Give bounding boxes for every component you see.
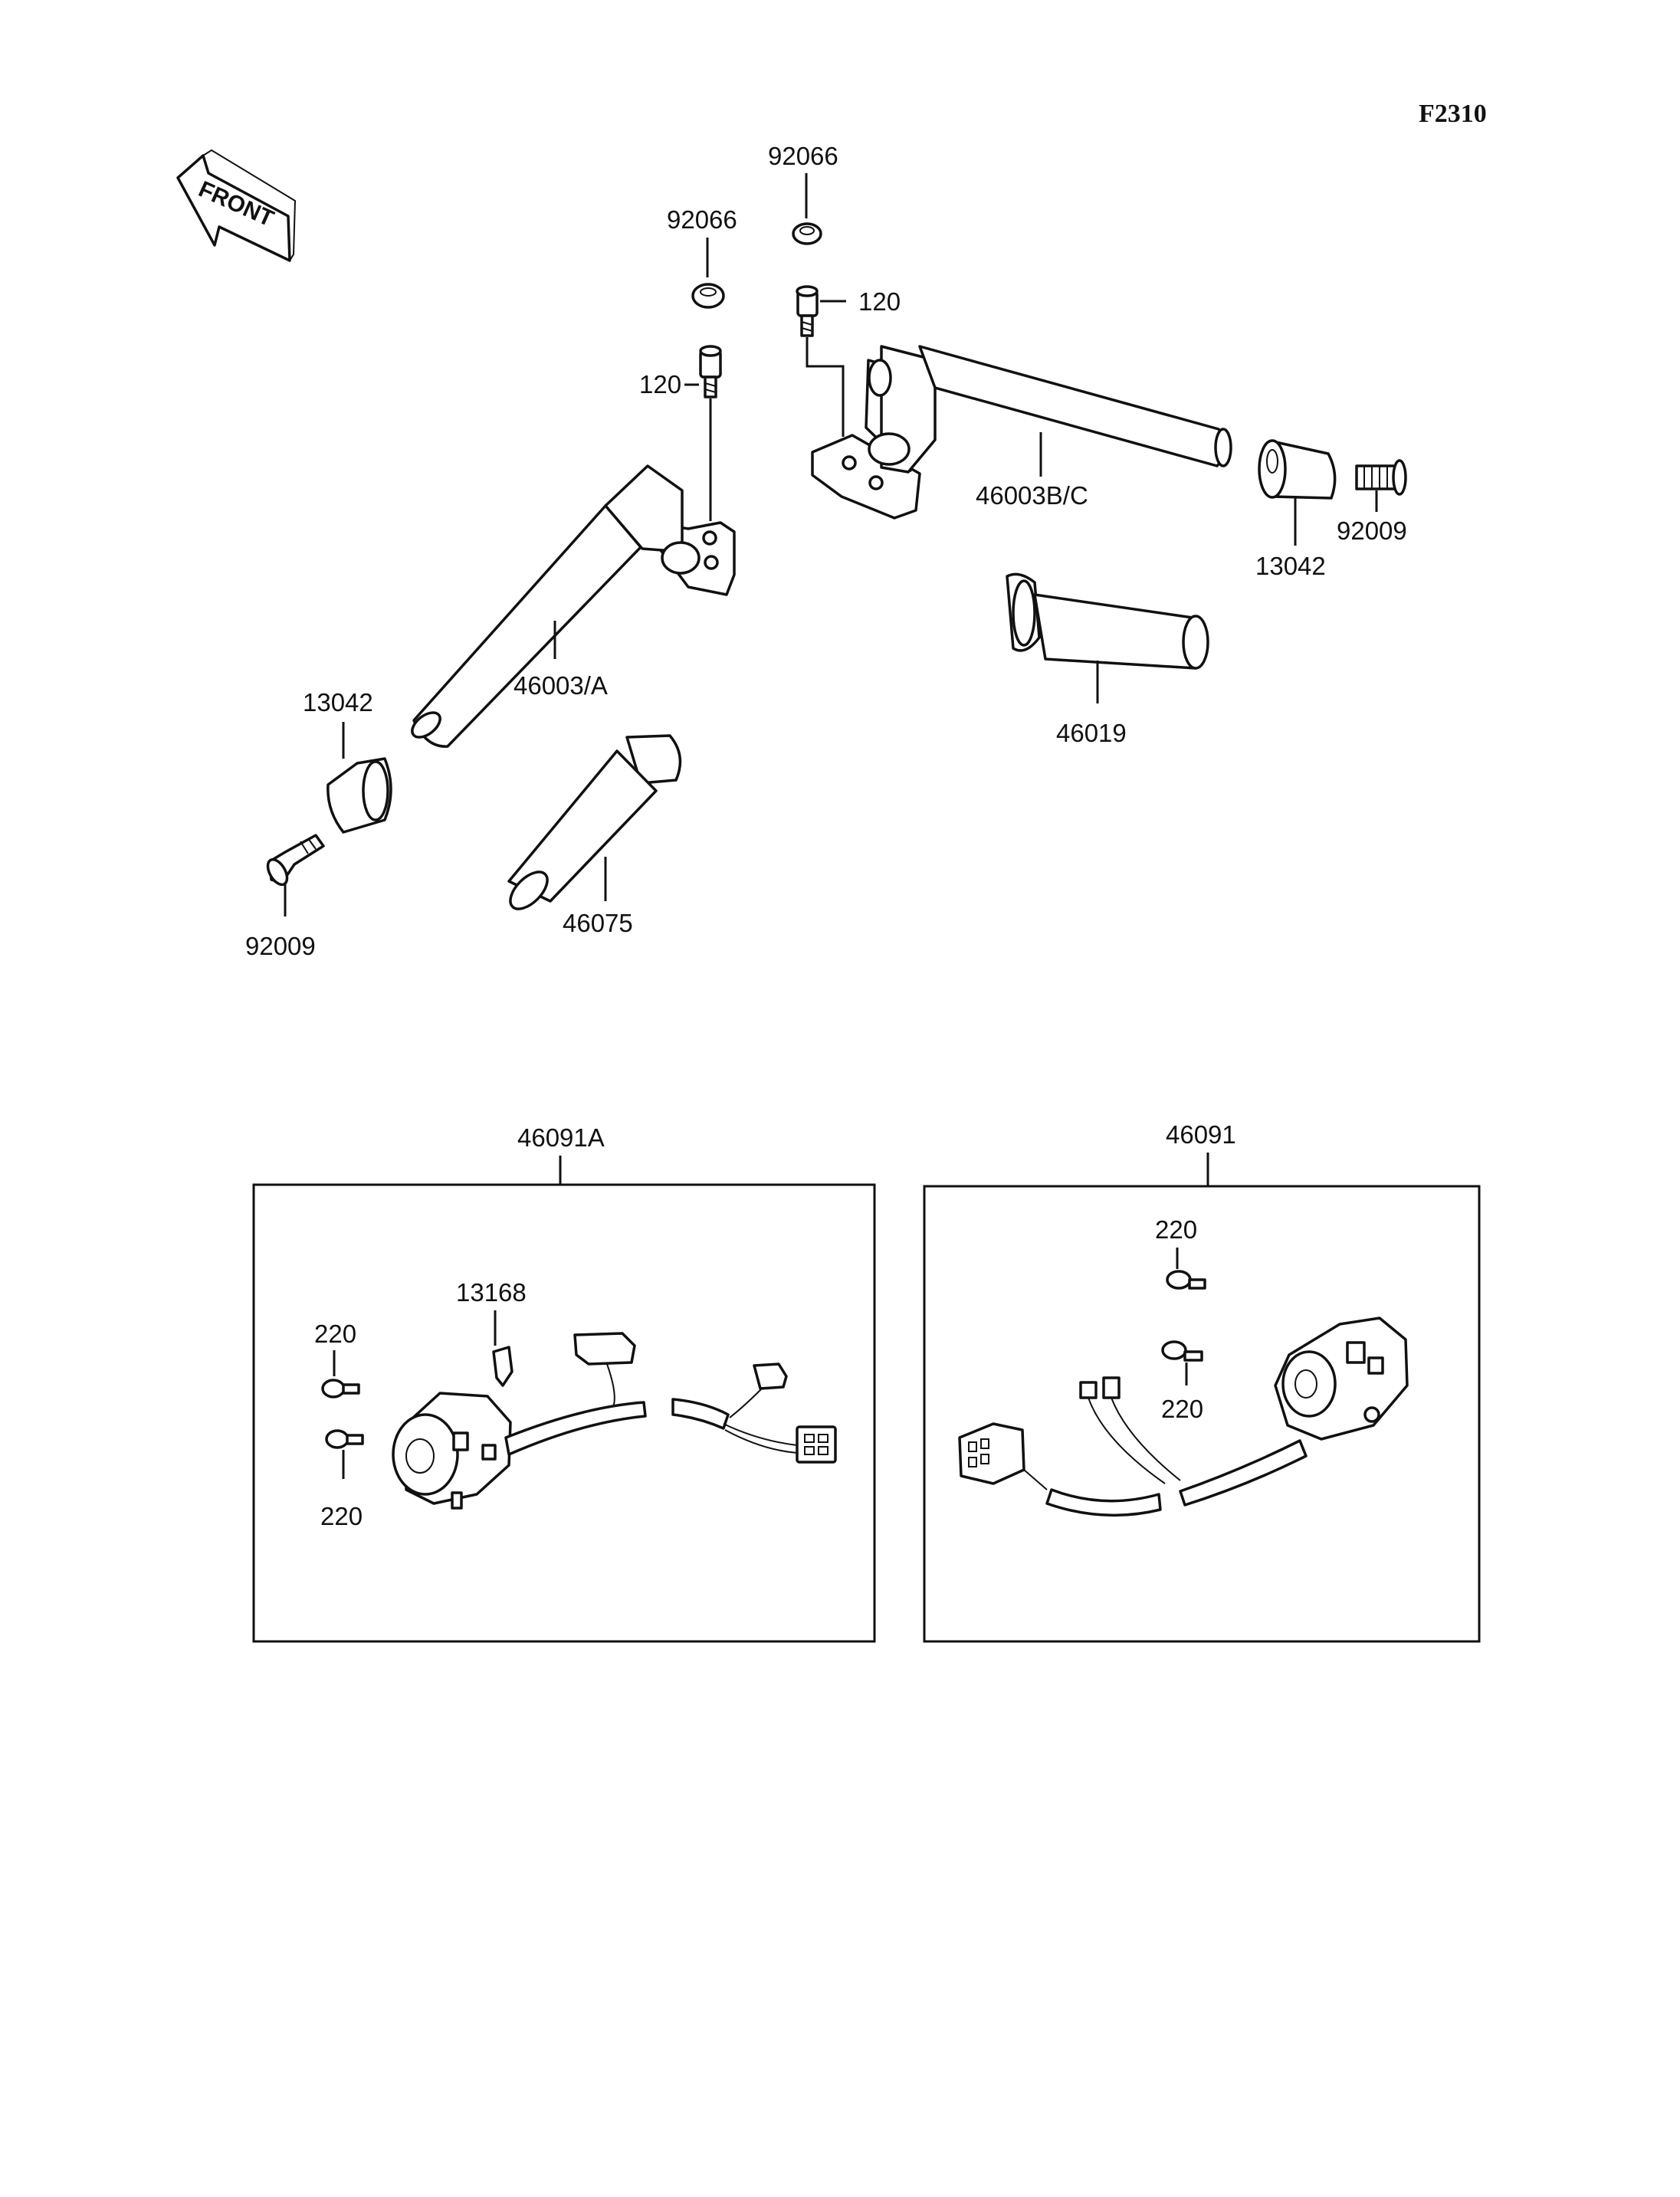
label-13042-right: 13042 <box>1255 552 1326 580</box>
label-92066-right: 92066 <box>768 142 838 170</box>
left-switch-cable-a <box>504 1401 647 1456</box>
box-right-title: 46091 <box>1166 1120 1236 1149</box>
label-92066-left: 92066 <box>667 205 737 234</box>
left-switch-connector-plug <box>723 1423 837 1464</box>
right-switch-cable-b <box>1045 1488 1162 1517</box>
box-left-screw-top-label: 220 <box>314 1320 356 1348</box>
handlebar-left <box>411 464 736 748</box>
screw-92009-right <box>1355 459 1407 496</box>
box-right-screw-top-label: 220 <box>1155 1215 1197 1244</box>
box-left-switch-assembly <box>252 1183 876 1643</box>
right-switch-housing <box>1274 1317 1409 1441</box>
weight-washer-left <box>691 283 725 309</box>
box-right-screw-bottom-label: 220 <box>1161 1395 1203 1423</box>
label-46019: 46019 <box>1056 719 1127 747</box>
right-switch-connector-plug <box>958 1422 1048 1490</box>
figure-code: F2310 <box>1419 100 1487 128</box>
left-switch-connector-top <box>573 1332 636 1408</box>
label-92009-right: 92009 <box>1337 516 1407 545</box>
box-left-title: 46091A <box>517 1123 605 1152</box>
handlebar-right <box>811 345 1232 520</box>
box-right-switch-assembly <box>923 1185 1481 1643</box>
box-left-clip-label: 13168 <box>456 1278 527 1307</box>
left-switch-connector-mid <box>729 1362 788 1418</box>
bar-end-cap-left <box>326 757 392 834</box>
left-grip <box>507 734 682 910</box>
throttle-grip <box>1006 572 1209 670</box>
bolt-120-left <box>699 345 722 398</box>
bolt-axis-right <box>806 337 845 437</box>
screw-220-right-bottom <box>1161 1340 1203 1362</box>
left-switch-housing <box>392 1392 512 1510</box>
label-46075: 46075 <box>563 909 633 937</box>
screw-92009-left <box>266 834 325 887</box>
front-arrow-icon: FRONT <box>176 149 297 262</box>
left-switch-cable-b <box>671 1398 730 1430</box>
bar-end-cap-right <box>1258 439 1337 500</box>
label-46003a: 46003/A <box>514 671 608 700</box>
clip-13168 <box>492 1346 514 1387</box>
label-120-right: 120 <box>858 287 901 316</box>
screw-220-left-bottom <box>325 1429 364 1449</box>
right-switch-connector-small <box>1079 1376 1181 1484</box>
label-120-left: 120 <box>639 370 681 398</box>
screw-220-left-top <box>321 1379 360 1399</box>
bolt-120-right <box>796 285 819 337</box>
screw-220-right-top <box>1166 1270 1206 1290</box>
weight-washer-right <box>792 222 822 245</box>
label-92009-left: 92009 <box>245 932 316 960</box>
box-left-screw-bottom-label: 220 <box>320 1502 363 1530</box>
right-switch-cable-a <box>1179 1439 1308 1507</box>
label-46003bc: 46003B/C <box>976 481 1088 510</box>
label-13042-left: 13042 <box>303 688 373 716</box>
